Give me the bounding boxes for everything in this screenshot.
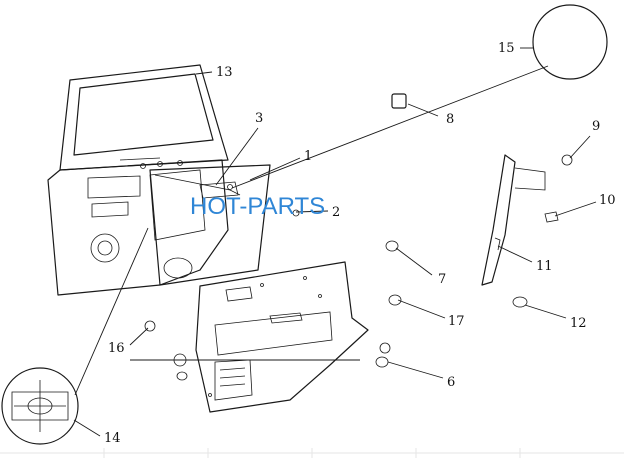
callout-14: 14 — [104, 431, 121, 446]
speaker-grille — [1, 367, 79, 445]
callout-7: 7 — [438, 272, 446, 287]
callout-8: 8 — [446, 112, 454, 127]
callout-12: 12 — [570, 316, 587, 331]
background-grid — [0, 448, 624, 458]
round-cover — [532, 4, 608, 80]
fasteners — [144, 93, 407, 381]
door-trim-panel — [195, 261, 369, 413]
callout-3: 3 — [255, 111, 263, 126]
callout-11: 11 — [536, 259, 553, 274]
callout-6: 6 — [447, 375, 455, 390]
door-shell — [47, 64, 229, 296]
watermark-text: HOT-PARTS — [190, 193, 325, 220]
window-guide-rail — [481, 154, 573, 308]
callout-2: 2 — [332, 205, 340, 220]
callout-10: 10 — [599, 193, 616, 208]
callout-13: 13 — [216, 65, 233, 80]
callout-16: 16 — [108, 341, 125, 356]
leader-lines — [73, 47, 597, 437]
callout-1: 1 — [304, 149, 312, 164]
callout-labels: 1 2 3 6 7 8 9 10 11 12 13 14 15 16 17 — [104, 41, 616, 446]
callout-17: 17 — [448, 314, 465, 329]
callout-15: 15 — [498, 41, 515, 56]
callout-9: 9 — [592, 119, 600, 134]
window-regulator — [149, 164, 300, 286]
